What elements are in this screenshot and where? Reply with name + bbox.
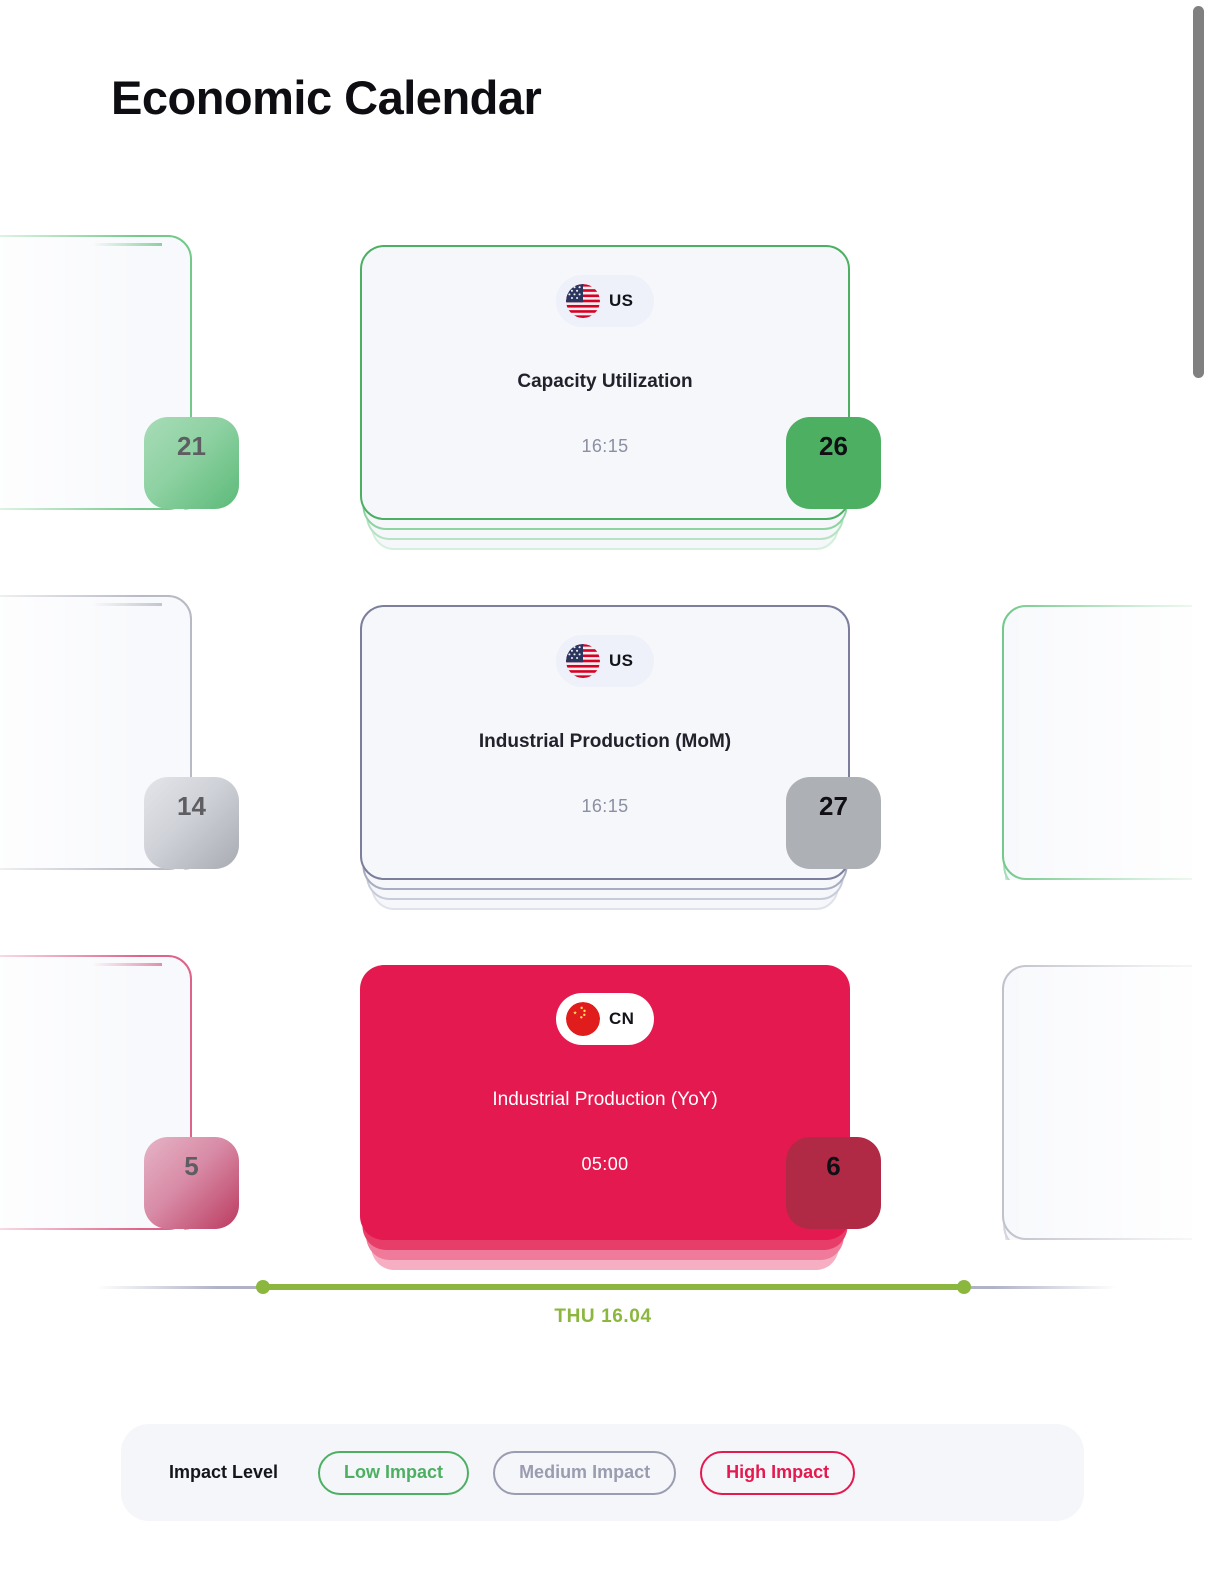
country-code: US: [609, 651, 634, 670]
timeline-active-range[interactable]: [262, 1284, 964, 1290]
page-title: Economic Calendar: [111, 71, 542, 124]
day-number: 6: [826, 1151, 841, 1181]
card-face: US Capacity Utilization 16:15: [360, 245, 850, 520]
day-number: 5: [184, 1151, 199, 1181]
event-card[interactable]: US Capacity Utilization 16:15: [360, 245, 850, 550]
legend-pill-medium[interactable]: Medium Impact: [493, 1450, 677, 1495]
day-number: 27: [819, 791, 848, 821]
us-flag-icon: [566, 284, 600, 318]
badge-connector: [92, 243, 162, 246]
badge-connector: [92, 963, 162, 966]
event-title: Industrial Production (MoM): [478, 731, 732, 752]
calendar-row: 21: [0, 205, 1206, 565]
vertical-scrollbar-thumb[interactable]: [1193, 6, 1204, 378]
country-chip[interactable]: US: [556, 275, 654, 327]
day-badge-left[interactable]: 21: [144, 417, 239, 509]
country-chip[interactable]: US: [556, 635, 654, 687]
vertical-scrollbar-track[interactable]: [1192, 0, 1206, 1579]
event-title: Capacity Utilization: [517, 371, 693, 392]
event-time: 05:00: [581, 1153, 629, 1174]
card-face: [1002, 965, 1206, 1240]
day-badge-right[interactable]: 26: [786, 417, 881, 509]
card-face: [1002, 605, 1206, 880]
event-time: 16:15: [581, 795, 629, 816]
card-face: US Industrial Production (MoM) 16:15: [360, 605, 850, 880]
partial-card-left[interactable]: [0, 235, 192, 540]
legend-pill-high[interactable]: High Impact: [700, 1450, 856, 1495]
calendar-rows: 21: [0, 205, 1206, 1285]
cn-flag-icon: [566, 1002, 600, 1036]
calendar-row: 14: [0, 565, 1206, 925]
calendar-row: ech 5: [0, 925, 1206, 1285]
impact-legend: Impact Level Low Impact Medium Impact Hi…: [121, 1424, 1084, 1521]
us-flag-icon: [566, 644, 600, 678]
legend-pill-low[interactable]: Low Impact: [318, 1450, 470, 1495]
timeline-start-dot[interactable]: [256, 1280, 270, 1294]
timeline-date-label: THU 16.04: [554, 1306, 652, 1327]
day-number: 21: [177, 431, 206, 461]
day-badge-right[interactable]: 6: [786, 1137, 881, 1229]
event-title: Industrial Production (YoY): [492, 1089, 718, 1110]
timeline-end-dot[interactable]: [957, 1280, 971, 1294]
badge-connector: [92, 603, 162, 606]
event-time: 16:15: [581, 435, 629, 456]
card-face: CN Industrial Production (YoY) 05:00: [360, 965, 850, 1240]
country-chip[interactable]: CN: [556, 993, 654, 1045]
timeline: THU 16.04: [0, 1270, 1206, 1360]
partial-card-right[interactable]: [1002, 965, 1206, 1270]
partial-card-right[interactable]: [1002, 605, 1206, 910]
day-number: 14: [177, 791, 206, 821]
day-badge-left[interactable]: 14: [144, 777, 239, 869]
event-card[interactable]: US Industrial Production (MoM) 16:15: [360, 605, 850, 910]
country-code: US: [609, 291, 634, 310]
event-card[interactable]: CN Industrial Production (YoY) 05:00: [360, 965, 850, 1270]
day-badge-left[interactable]: 5: [144, 1137, 239, 1229]
day-badge-right[interactable]: 27: [786, 777, 881, 869]
country-code: CN: [609, 1009, 635, 1028]
legend-title: Impact Level: [169, 1462, 279, 1482]
day-number: 26: [819, 431, 848, 461]
